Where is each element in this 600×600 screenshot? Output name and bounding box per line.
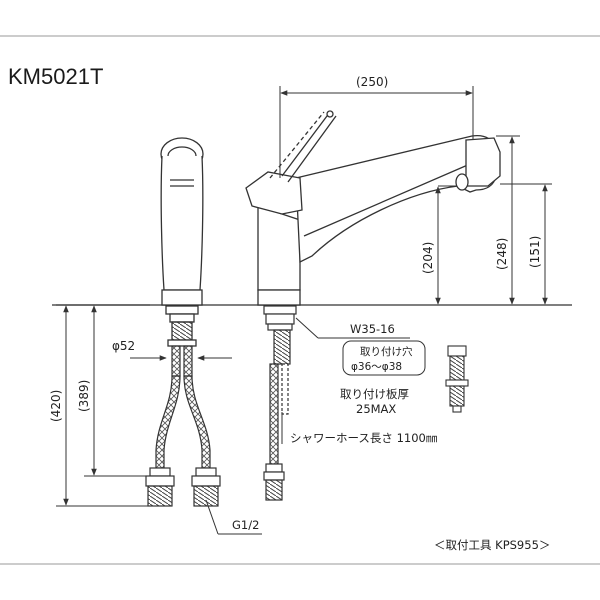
dimension-420 [56, 304, 150, 507]
thread-spec-leader [295, 317, 410, 339]
dimension-151 [500, 183, 552, 305]
dimension-diameter-52-label: φ52 [112, 339, 135, 353]
thread-spec-label: W35-16 [350, 322, 395, 336]
front-view-faucet [160, 137, 204, 347]
side-view-faucet [245, 110, 501, 306]
dimension-250 [279, 86, 474, 178]
hose-length-label: シャワーホース長さ 1100㎜ [290, 431, 438, 445]
installation-tool-illustration [445, 345, 469, 413]
plate-thickness-title: 取り付け板厚 [340, 387, 409, 401]
dimension-151-label: (151) [528, 236, 542, 268]
plate-thickness-max: 25MAX [356, 402, 396, 416]
hole-note-bracket [342, 340, 426, 376]
front-view-supply-hoses [145, 345, 221, 507]
dimension-389-label: (389) [77, 380, 91, 412]
hole-note-range: φ36～φ38 [351, 361, 402, 373]
pipe-thread-leader [205, 499, 262, 535]
side-view-mounting-shank [263, 305, 297, 501]
dimension-389 [84, 305, 148, 477]
dimension-248-label: (248) [495, 238, 509, 270]
dimension-204-label: (204) [421, 242, 435, 274]
dimension-204 [435, 185, 456, 305]
pipe-thread-label: G1/2 [232, 518, 259, 532]
dimension-250-label: (250) [356, 75, 388, 89]
hole-note-title: 取り付け穴 [360, 345, 413, 358]
dimension-420-label: (420) [49, 390, 63, 422]
installation-tool-caption: ＜取付工具 KPS955＞ [434, 538, 550, 552]
model-number: KM5021T [8, 64, 103, 89]
dimension-248 [496, 135, 520, 305]
